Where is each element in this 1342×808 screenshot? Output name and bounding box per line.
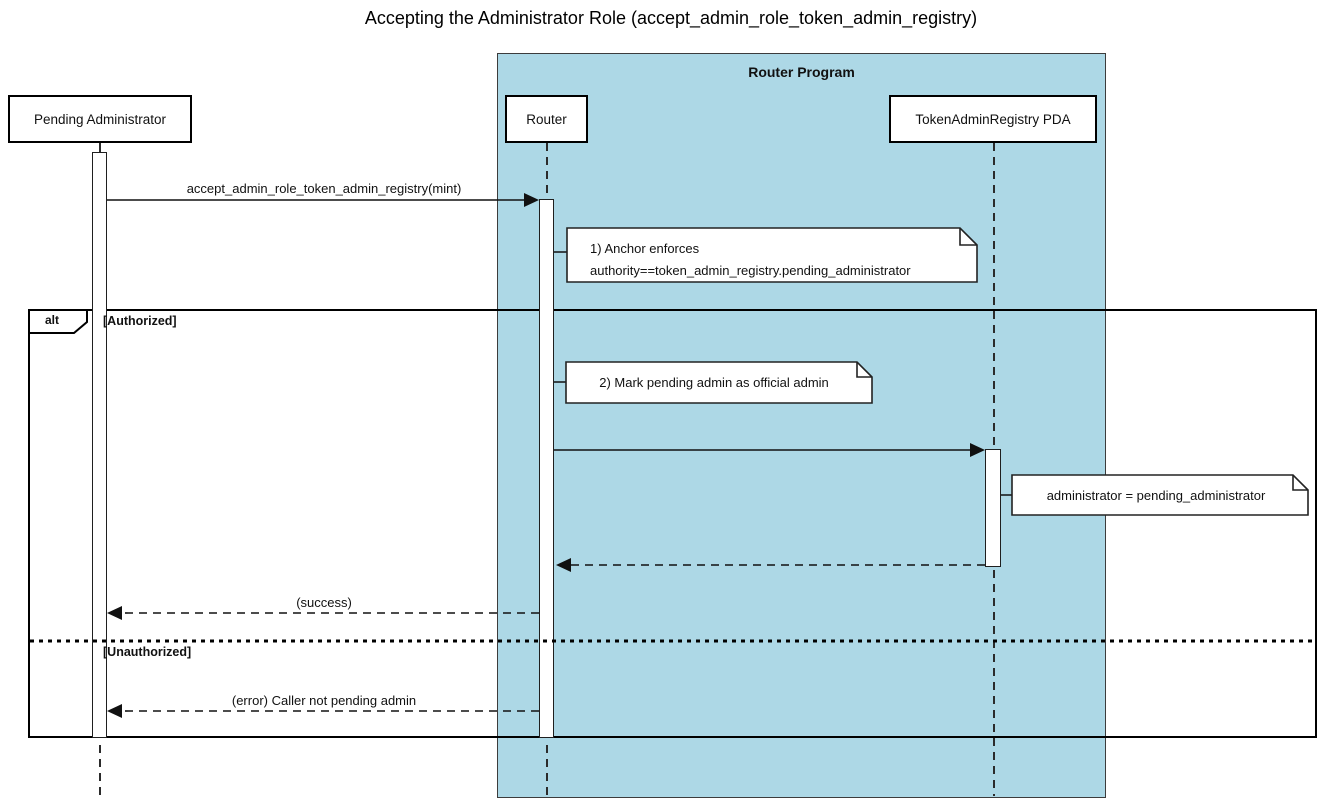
message-label-accept-admin-role: accept_admin_role_token_admin_registry(m…: [186, 181, 462, 196]
activation-bar-router: [539, 199, 554, 738]
alt-fragment-frame: [28, 309, 1317, 738]
participant-label: TokenAdminRegistry PDA: [915, 111, 1071, 127]
message-label-error: (error) Caller not pending admin: [231, 693, 417, 708]
note-anchor-enforces: 1) Anchor enforces authority==token_admi…: [590, 238, 911, 282]
note-line: authority==token_admin_registry.pending_…: [590, 263, 911, 278]
note-mark-pending-admin: 2) Mark pending admin as official admin: [566, 375, 862, 390]
participant-token-admin-registry-pda: TokenAdminRegistry PDA: [889, 95, 1097, 143]
note-administrator-assign: administrator = pending_administrator: [1012, 488, 1300, 503]
note-line: 1) Anchor enforces: [590, 241, 700, 256]
participant-label: Pending Administrator: [33, 111, 167, 127]
router-program-group-label: Router Program: [748, 64, 855, 80]
message-label-success: (success): [296, 595, 352, 610]
participant-router: Router: [505, 95, 588, 143]
participant-pending-administrator: Pending Administrator: [8, 95, 192, 143]
note-line: 2) Mark pending admin as official admin: [599, 375, 829, 390]
alt-operator-label: alt: [44, 313, 59, 327]
alt-guard-unauthorized: [Unauthorized]: [103, 645, 192, 659]
diagram-title: Accepting the Administrator Role (accept…: [364, 8, 978, 28]
alt-guard-authorized: [Authorized]: [103, 314, 177, 328]
activation-bar-pending-administrator: [92, 152, 107, 738]
router-program-group-box: [497, 53, 1106, 798]
participant-label: Router: [526, 111, 567, 127]
note-line: administrator = pending_administrator: [1046, 488, 1266, 503]
activation-bar-pda: [985, 449, 1001, 567]
